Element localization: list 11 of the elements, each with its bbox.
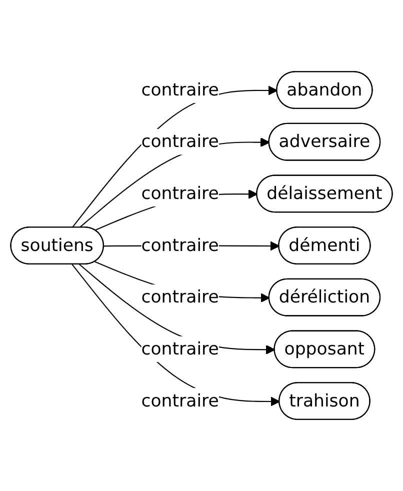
edge-label: contraire [141,286,219,308]
edge-label: contraire [141,338,219,359]
arrow [79,138,270,228]
edge-label: contraire [141,131,219,152]
arrow [79,264,276,354]
edge-label: contraire [141,234,219,256]
arrow [72,86,278,228]
edge-label: contraire [141,390,219,411]
edge-label: contraire [141,182,219,204]
edge-label: contraire [141,79,219,100]
arrow [72,264,280,406]
